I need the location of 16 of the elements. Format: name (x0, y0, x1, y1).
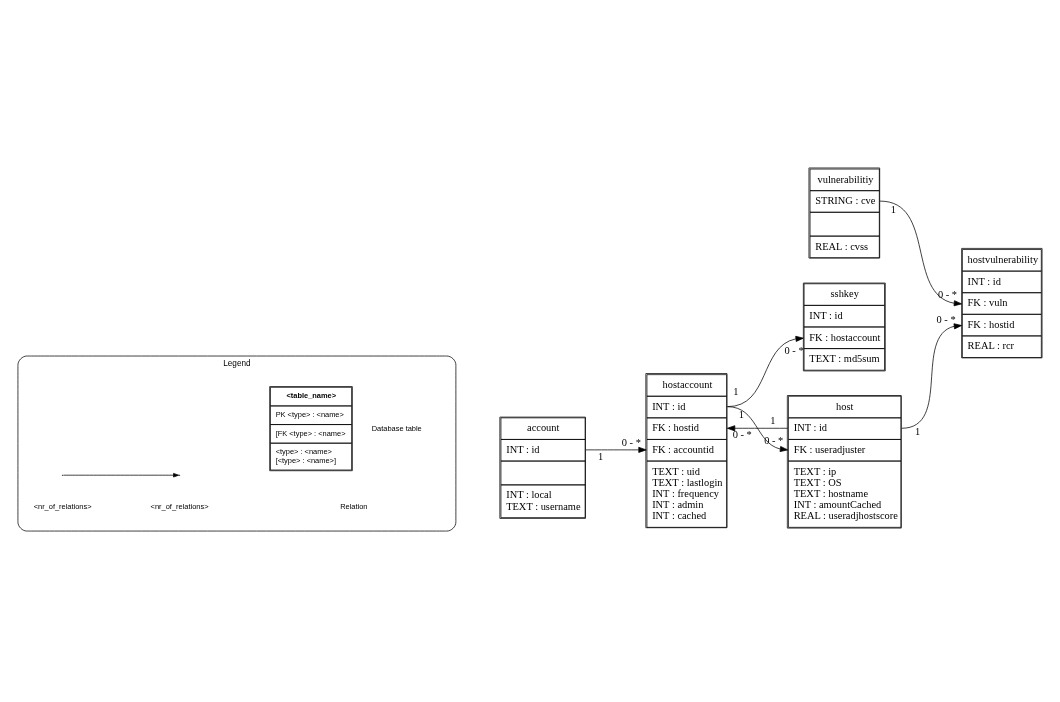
label: 1 (890, 204, 897, 216)
label: 1 (598, 450, 604, 462)
label: <nr_of_relations> (33, 502, 92, 512)
label: 1 (915, 425, 921, 437)
label: 0 - * (784, 345, 804, 357)
label: <nr_of_relations> (150, 502, 209, 512)
node-label: Database table (371, 423, 422, 433)
label: 0 - * (732, 428, 752, 440)
label: 1 (738, 409, 744, 421)
label: 1 (770, 415, 776, 427)
label: 0 - * (936, 313, 956, 325)
label: 1 (733, 386, 739, 398)
label: 0 - * (621, 436, 641, 448)
label: 0 - * (764, 435, 784, 447)
label: 0 - * (937, 289, 957, 301)
label: Relation (340, 502, 368, 512)
